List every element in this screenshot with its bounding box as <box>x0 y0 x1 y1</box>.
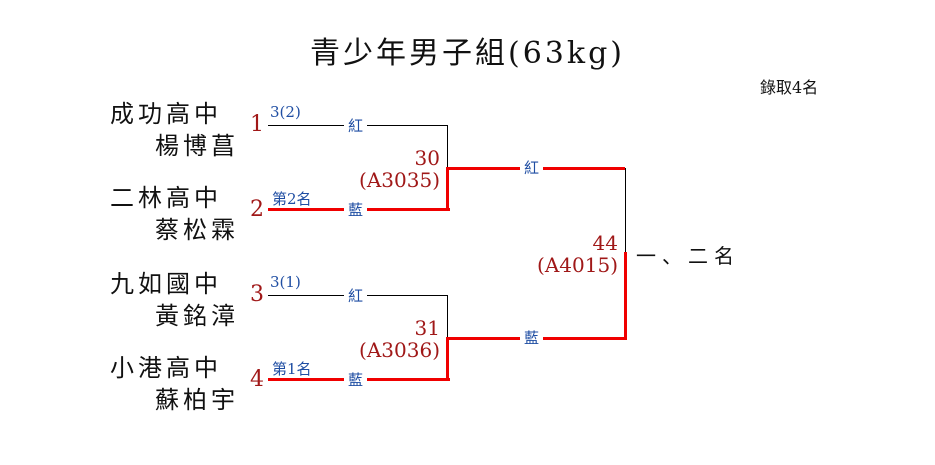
final-code: (A4015) <box>537 253 618 277</box>
corner-label-final-top: 紅 <box>520 157 544 178</box>
bracket-line-semi-1-lower <box>446 167 449 211</box>
final-result-label: 一、二名 <box>636 244 740 268</box>
competitor-2-school: 二林高中 <box>110 184 222 212</box>
competitor-1-seed: 1 <box>250 112 264 137</box>
competitor-1-note: 3(2) <box>270 103 301 121</box>
semifinal-1-code: (A3035) <box>359 168 440 192</box>
competitor-4-school: 小港高中 <box>110 354 222 382</box>
corner-label-final-bottom: 藍 <box>520 327 544 348</box>
semifinal-1-match: 30 (A3035) <box>340 147 440 191</box>
quota-label: 錄取4名 <box>760 78 819 97</box>
competitor-3-school: 九如國中 <box>110 270 222 298</box>
semifinal-2-code: (A3036) <box>359 338 440 362</box>
competitor-4-name: 蘇柏宇 <box>155 386 239 414</box>
competitor-2-note: 第2名 <box>272 190 312 208</box>
bracket-line-final-upper <box>625 168 626 252</box>
final-number: 44 <box>592 231 618 255</box>
competitor-1-name: 楊博菖 <box>155 132 239 160</box>
competitor-2-name: 蔡松霖 <box>155 216 239 244</box>
bracket-line-semi-2-upper <box>447 295 448 338</box>
competitor-3-note: 3(1) <box>270 273 301 291</box>
semifinal-2-number: 31 <box>414 316 440 340</box>
semifinal-2-match: 31 (A3036) <box>340 317 440 361</box>
final-match: 44 (A4015) <box>515 232 618 276</box>
competitor-4-seed: 4 <box>250 367 264 392</box>
competitor-3-seed: 3 <box>250 282 264 307</box>
competitor-3-name: 黃銘漳 <box>155 302 239 330</box>
semifinal-1-number: 30 <box>414 146 440 170</box>
bracket-line-final-lower <box>624 252 627 340</box>
corner-label-competitor-4: 藍 <box>344 369 368 390</box>
corner-label-competitor-2: 藍 <box>344 199 368 220</box>
competitor-2-seed: 2 <box>250 197 264 222</box>
competitor-4-note: 第1名 <box>272 360 312 378</box>
corner-label-competitor-1: 紅 <box>344 115 368 136</box>
competitor-1-school: 成功高中 <box>110 100 222 128</box>
bracket-line-semi-2-lower <box>446 337 449 381</box>
bracket-title: 青少年男子組(63kg) <box>310 36 625 71</box>
corner-label-competitor-3: 紅 <box>344 285 368 306</box>
bracket-line-semi-1-upper <box>447 125 448 168</box>
